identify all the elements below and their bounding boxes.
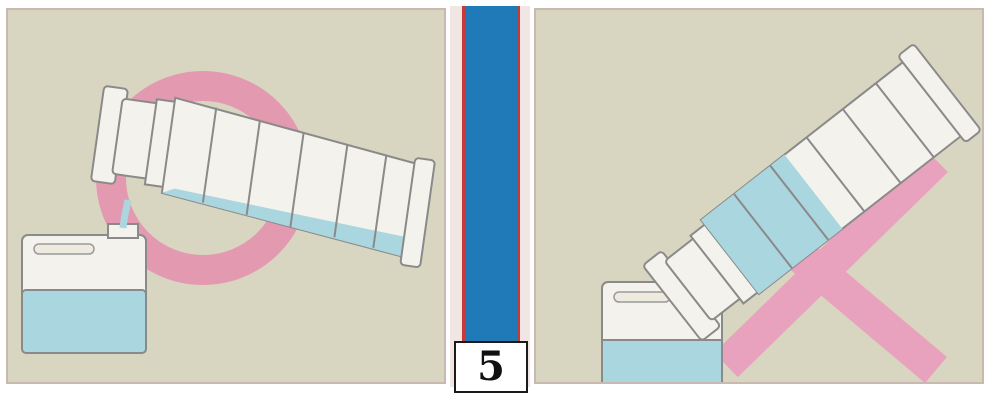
- divider-bar: [462, 6, 520, 387]
- incorrect-pouring-illustration: [536, 10, 984, 384]
- panel-correct: [6, 8, 446, 384]
- panel-incorrect: [534, 8, 984, 384]
- correct-pouring-illustration: [8, 10, 446, 384]
- canister-icon: [22, 224, 146, 353]
- step-number: 5: [477, 347, 505, 387]
- step-number-box: 5: [454, 341, 528, 393]
- step-divider: 5: [450, 6, 530, 387]
